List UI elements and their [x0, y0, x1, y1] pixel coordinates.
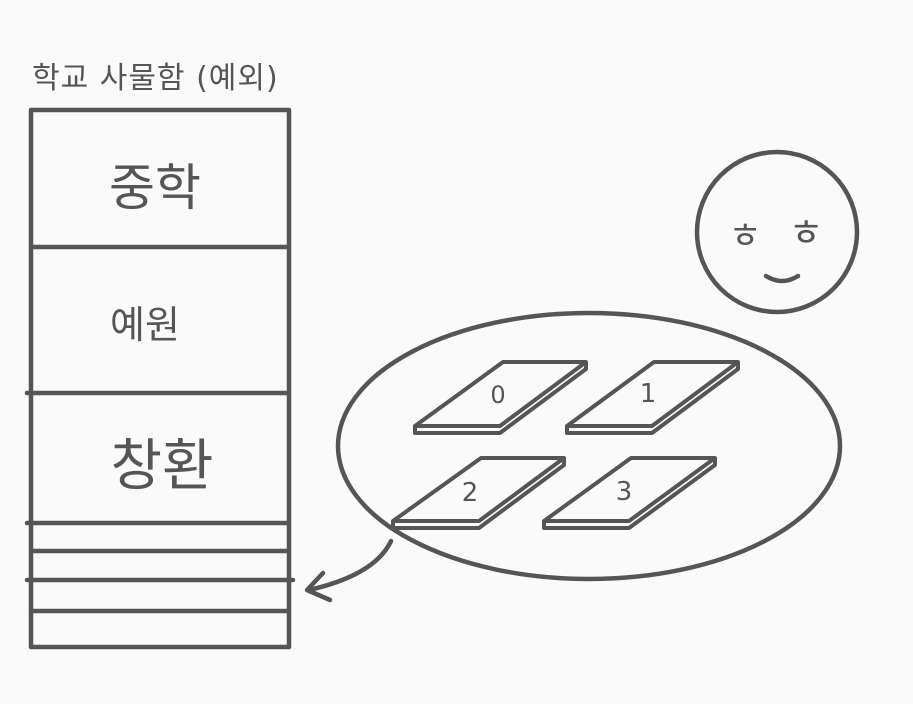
section-label-0: 중학 [109, 159, 201, 217]
face-mouth [766, 276, 798, 281]
face-right-eye: ㅎ [789, 211, 824, 255]
curved-arrow-icon [307, 541, 391, 600]
plate-label-1: 1 [640, 379, 657, 409]
locker-title: 학교 사물함 (예외) [32, 61, 279, 96]
plate-label-0: 0 [490, 381, 505, 409]
arrow-shaft [309, 541, 391, 590]
smiling-face-icon: ㅎ ㅎ [697, 152, 857, 312]
face-outline [697, 152, 857, 312]
plate-label-2: 2 [462, 478, 479, 508]
section-label-2: 창환 [110, 434, 213, 499]
plate-group-ellipse [338, 313, 840, 579]
face-left-eye: ㅎ [728, 216, 761, 257]
plate-2 [393, 458, 564, 528]
section-label-1: 예원 [110, 303, 180, 347]
plate-label-3: 3 [616, 477, 633, 507]
